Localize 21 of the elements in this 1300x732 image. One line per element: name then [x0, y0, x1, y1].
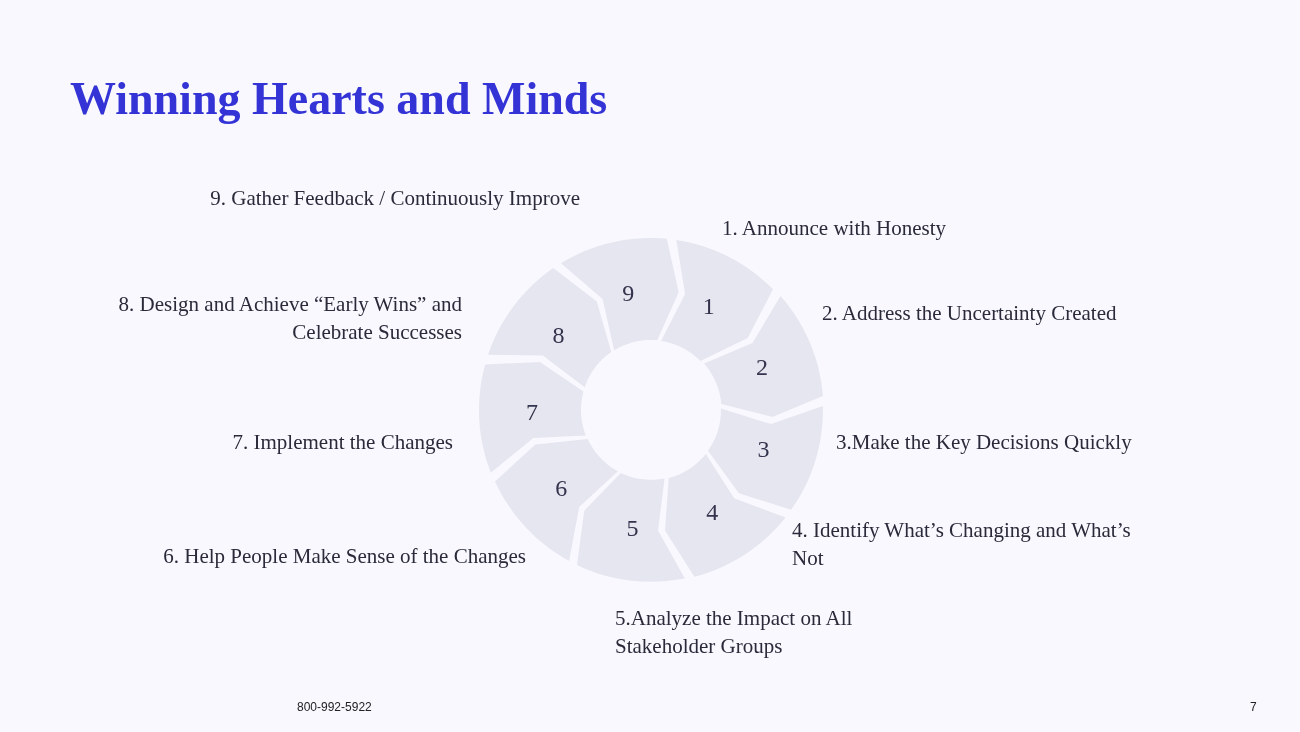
slide-title: Winning Hearts and Minds	[70, 74, 608, 125]
step-number: 4	[706, 500, 719, 524]
step-description: 3.Make the Key Decisions Quickly	[836, 429, 1133, 456]
step-description: 2. Address the Uncertainty Created	[822, 300, 1118, 327]
step-description: 1. Announce with Honesty	[722, 215, 947, 242]
step-number: 9	[622, 281, 635, 306]
step-number: 5	[626, 515, 639, 540]
step-number: 2	[756, 355, 769, 380]
page-number: 7	[1250, 700, 1257, 714]
step-description: 7. Implement the Changes	[231, 429, 453, 456]
step-description: 9. Gather Feedback / Continuously Improve	[209, 185, 580, 212]
step-description: 5.Analyze the Impact on All Stakeholder Groups	[615, 605, 854, 660]
step-description: 4. Identify What’s Changing and What’s Not	[792, 517, 1132, 572]
step-description: 8. Design and Achieve “Early Wins” and Celebrate Successes	[117, 291, 462, 346]
step-number: 3	[757, 436, 770, 461]
step-description: 6. Help People Make Sense of the Changes	[162, 543, 526, 570]
step-number: 8	[552, 323, 565, 348]
step-number: 6	[555, 476, 568, 501]
step-number: 7	[526, 400, 538, 425]
phone-number: 800-992-5922	[297, 700, 372, 714]
step-number: 1	[702, 293, 715, 318]
